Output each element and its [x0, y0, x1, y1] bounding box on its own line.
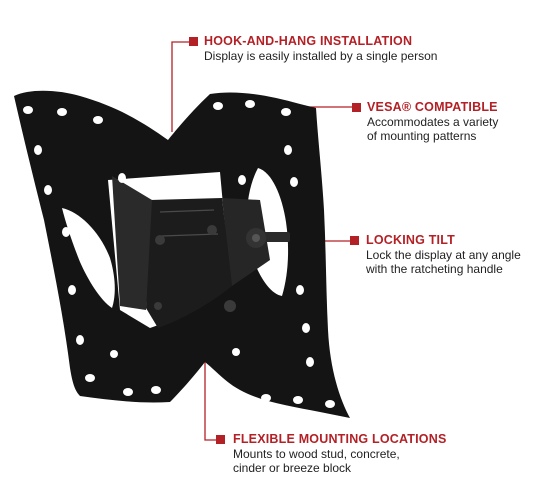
callout-description-line-2: of mounting patterns: [367, 129, 477, 143]
bracket-bolts: [154, 225, 236, 312]
marker-locking-tilt: [350, 236, 359, 245]
wall-mount-plate: [14, 90, 350, 418]
plate-cutout-left: [62, 208, 115, 308]
callout-hook-and-hang: HOOK-AND-HANG INSTALLATION Display is ea…: [204, 34, 437, 63]
callout-title: LOCKING TILT: [366, 233, 455, 247]
leader-line-hook-and-hang: [171, 41, 190, 132]
bracket-highlight: [159, 209, 219, 237]
marker-hook-and-hang: [189, 37, 198, 46]
tilt-bracket-side-right: [222, 198, 270, 286]
marker-flexible-mounting: [216, 435, 225, 444]
callout-locking-tilt: LOCKING TILT Lock the display at any ang…: [366, 233, 521, 276]
callout-title: VESA® COMPATIBLE: [367, 100, 498, 114]
leader-line-flexible-mounting: [204, 362, 216, 441]
ratchet-handle: [246, 228, 290, 248]
mounting-holes: [23, 100, 335, 408]
callout-description-line-1: Lock the display at any angle: [366, 248, 521, 262]
tilt-bracket-side-left: [112, 176, 152, 310]
callout-description-line-1: Mounts to wood stud, concrete,: [233, 447, 400, 461]
callout-description: Display is easily installed by a single …: [204, 49, 438, 63]
callout-markers: [189, 37, 361, 444]
callout-flexible-mounting: FLEXIBLE MOUNTING LOCATIONS Mounts to wo…: [233, 432, 447, 475]
marker-vesa: [352, 103, 361, 112]
callout-title: FLEXIBLE MOUNTING LOCATIONS: [233, 432, 447, 446]
callout-title: HOOK-AND-HANG INSTALLATION: [204, 34, 413, 48]
callout-description-line-2: cinder or breeze block: [233, 461, 352, 475]
callout-description-line-1: Accommodates a variety: [367, 115, 499, 129]
callout-vesa: VESA® COMPATIBLE Accommodates a variety …: [367, 100, 498, 143]
callout-description-line-2: with the ratcheting handle: [366, 262, 503, 276]
